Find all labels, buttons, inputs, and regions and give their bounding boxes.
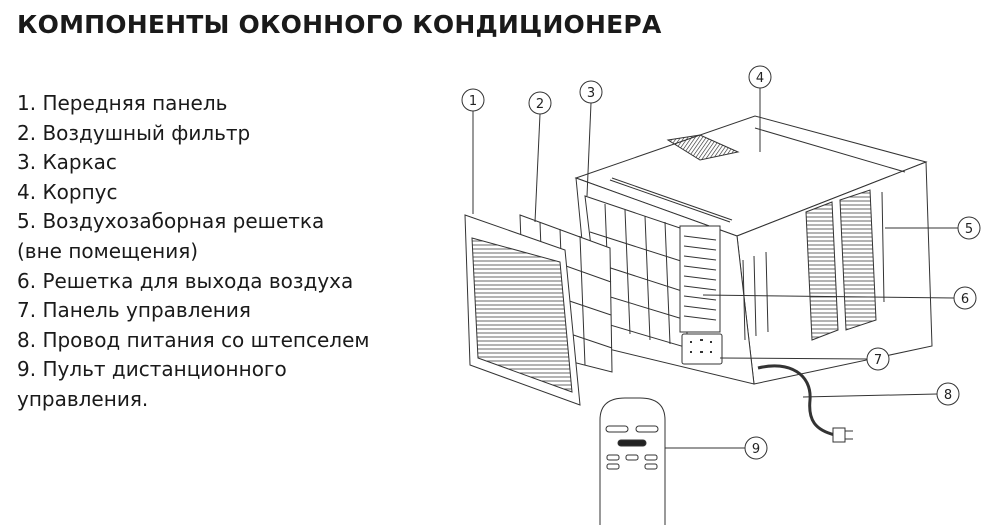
list-item: 7. Панель управления	[17, 298, 251, 323]
list-item: 9. Пульт дистанционного	[17, 357, 287, 382]
callout-number: 9	[752, 442, 760, 457]
front-panel	[464, 214, 581, 406]
list-item: 6. Решетка для выхода воздуха	[17, 268, 354, 293]
housing	[574, 115, 933, 385]
callout-number: 2	[536, 97, 544, 112]
callout-5: 5	[957, 216, 981, 240]
list-item: 1. Передняя панель	[17, 91, 228, 115]
callout-3: 3	[579, 80, 603, 104]
list-item: 2. Воздушный фильтр	[17, 120, 251, 145]
power-cord	[757, 364, 853, 443]
callout-1: 1	[461, 88, 485, 112]
callout-number: 3	[587, 86, 595, 101]
callout-8: 8	[936, 382, 960, 406]
callout-number: 4	[756, 71, 764, 86]
callout-7: 7	[866, 347, 890, 371]
page-title: КОМПОНЕНТЫ ОКОННОГО КОНДИЦИОНЕРА	[17, 10, 662, 39]
list-item: 3. Каркас	[17, 150, 117, 175]
list-item: 4. Корпус	[17, 179, 118, 204]
list-item: управления.	[17, 386, 149, 411]
list-item: 8. Провод питания со штепселем	[17, 327, 370, 352]
callout-number: 7	[874, 353, 882, 368]
callout-number: 1	[469, 94, 477, 109]
callout-leaders	[472, 88, 958, 449]
callout-9: 9	[744, 436, 768, 460]
list-item: (вне помещения)	[17, 238, 199, 263]
callout-4: 4	[748, 65, 772, 89]
callout-2: 2	[528, 91, 552, 115]
callout-number: 5	[965, 222, 973, 237]
callout-number: 6	[961, 292, 969, 307]
components-list: 1. Передняя панель 2. Воздушный фильтр 3…	[17, 89, 369, 415]
callout-6: 6	[953, 286, 977, 310]
callout-number: 8	[944, 388, 952, 403]
remote-control	[599, 397, 666, 525]
list-item: 5. Воздухозаборная решетка	[17, 209, 325, 234]
